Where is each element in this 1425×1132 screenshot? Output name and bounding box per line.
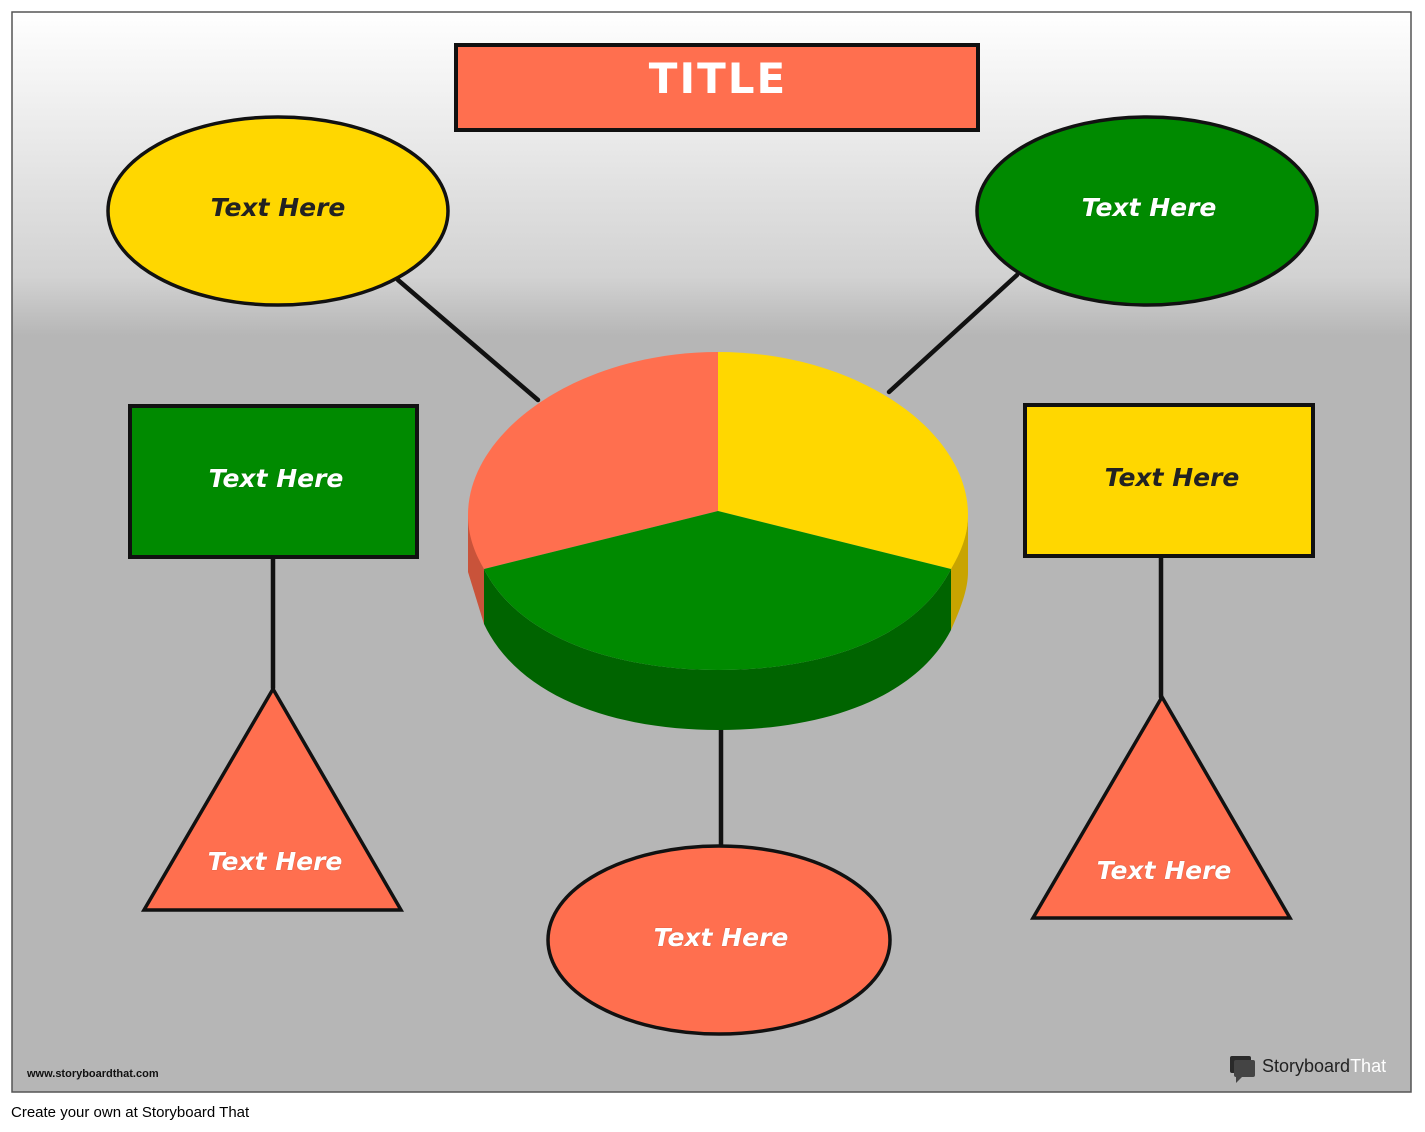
pie-slice-yellow — [718, 352, 968, 569]
pie-slice-green — [484, 511, 951, 670]
ellipse-top-right — [975, 115, 1319, 307]
connector-top-left — [395, 277, 541, 403]
pie-chart-3d — [468, 352, 968, 730]
title-text: TITLE — [648, 54, 788, 103]
pie-slice-red — [468, 352, 718, 569]
ellipse-top-left — [106, 115, 450, 307]
site-url[interactable]: www.storyboardthat.com — [27, 1068, 159, 1080]
pie-side-yellow — [951, 515, 968, 630]
brand-suffix: That — [1350, 1056, 1387, 1076]
connector-top-right — [886, 272, 1020, 395]
title-box — [454, 43, 980, 132]
connector-lines — [270, 272, 1164, 849]
box-right — [1023, 403, 1315, 558]
create-your-own-note[interactable]: Create your own at Storyboard That — [11, 1104, 250, 1121]
box-left — [128, 404, 419, 559]
pie-side-green — [484, 569, 951, 730]
brand-wordmark[interactable]: StoryboardThat — [1262, 1056, 1386, 1077]
storyboard-logo-icon — [1230, 1056, 1255, 1083]
triangle-left — [140, 685, 405, 912]
triangle-right — [1029, 693, 1294, 920]
ellipse-bottom — [546, 844, 892, 1036]
brand-name: Storyboard — [1262, 1056, 1351, 1076]
